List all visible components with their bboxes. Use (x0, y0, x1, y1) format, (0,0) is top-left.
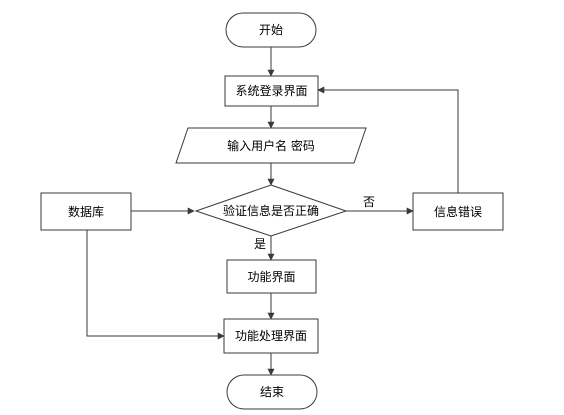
function-process-shape (226, 259, 317, 294)
processing-label: 功能处理界面 (235, 329, 307, 343)
node-start: 开始 (225, 12, 317, 48)
input-label: 输入用户名 密码 (227, 138, 315, 153)
edge-error-to-login (317, 86, 459, 193)
node-end: 结束 (226, 374, 318, 410)
function-label: 功能界面 (247, 270, 295, 284)
node-processing: 功能处理界面 (223, 318, 319, 354)
edge-label-yes: 是 (254, 237, 266, 251)
node-verify: 验证信息是否正确 (194, 184, 348, 237)
start-label: 开始 (259, 23, 283, 37)
database-process-shape (40, 192, 132, 231)
error-label: 信息错误 (434, 204, 482, 219)
database-label: 数据库 (68, 204, 104, 219)
end-terminator-shape (226, 374, 318, 410)
node-input: 输入用户名 密码 (175, 127, 367, 164)
edge-label-no: 否 (363, 195, 375, 209)
error-process-shape (412, 192, 504, 231)
edge-database-to-processing (86, 230, 225, 340)
input-parallelogram-shape (175, 127, 367, 164)
edges (86, 47, 459, 376)
end-label: 结束 (260, 385, 284, 399)
login-process-shape (224, 75, 319, 107)
processing-process-shape (223, 318, 319, 354)
node-database: 数据库 (40, 192, 132, 231)
node-error: 信息错误 (412, 192, 504, 231)
node-function: 功能界面 (226, 259, 317, 294)
node-login: 系统登录界面 (224, 75, 319, 107)
login-label: 系统登录界面 (235, 83, 307, 98)
start-terminator-shape (225, 12, 317, 48)
verify-decision-shape (194, 184, 348, 237)
verify-label: 验证信息是否正确 (223, 203, 319, 218)
